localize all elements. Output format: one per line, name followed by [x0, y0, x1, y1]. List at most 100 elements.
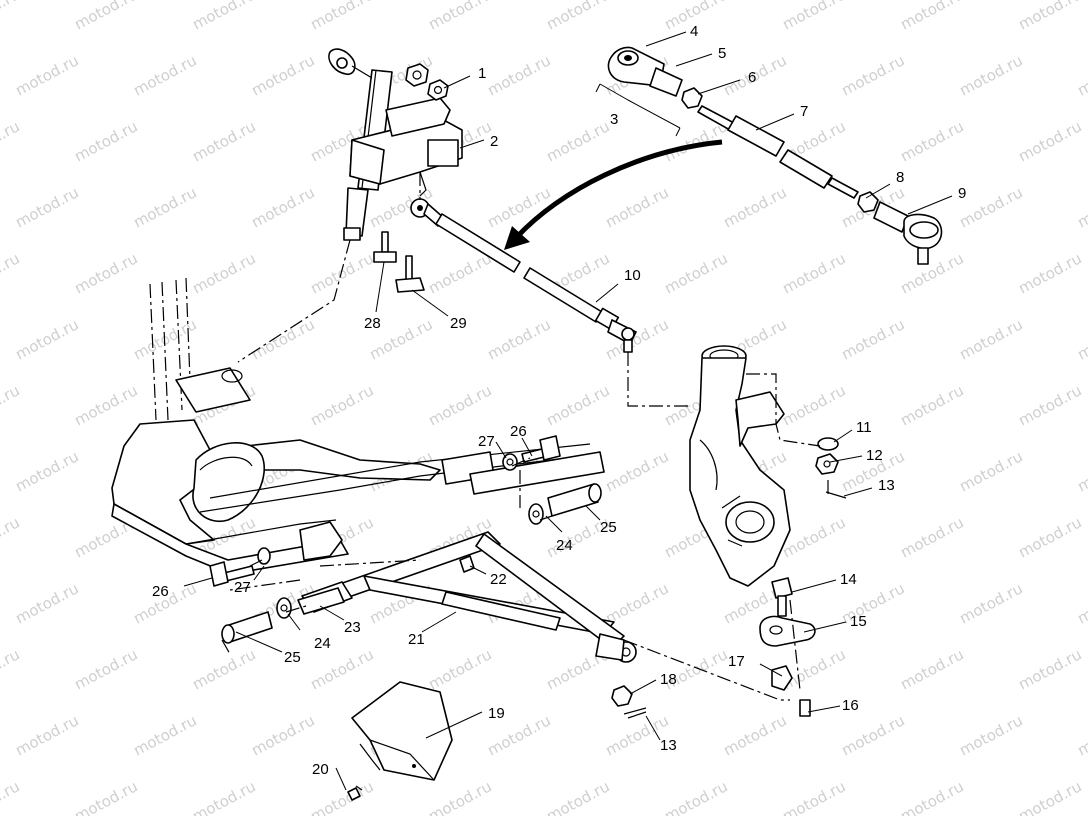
watermark-text: motod.ru	[720, 183, 789, 231]
watermark-text: motod.ru	[956, 183, 1025, 231]
watermark-text: motod.ru	[307, 249, 376, 297]
watermark-text: motod.ru	[307, 0, 376, 34]
part-label-15: 15	[850, 613, 867, 630]
part-label-4: 4	[690, 23, 698, 40]
watermark-text: motod.ru	[661, 249, 730, 297]
a-arm	[301, 531, 637, 663]
watermark-text: motod.ru	[779, 777, 848, 816]
watermark-text: motod.ru	[0, 249, 23, 297]
watermark-text: motod.ru	[1074, 51, 1088, 99]
part-label-16: 16	[842, 697, 859, 714]
watermark-text: motod.ru	[543, 381, 612, 429]
watermark-text: motod.ru	[543, 0, 612, 34]
part-label-28: 28	[364, 315, 381, 332]
part-label-13a: 13	[878, 477, 895, 494]
part-label-8: 8	[896, 169, 904, 186]
watermark-text: motod.ru	[189, 777, 258, 816]
watermark-text: motod.ru	[71, 645, 140, 693]
watermark-text: motod.ru	[956, 315, 1025, 363]
watermark-text: motod.ru	[130, 183, 199, 231]
watermark-text: motod.ru	[0, 381, 23, 429]
part-label-6: 6	[748, 69, 756, 86]
part-labels: 1 2 3 4 5 6 7 8 9 10 11 12 13 14 15 16 1…	[152, 23, 966, 778]
tie-rod-exploded	[595, 46, 943, 265]
part-label-29: 29	[450, 315, 467, 332]
watermark-text: motod.ru	[71, 0, 140, 34]
watermark-text: motod.ru	[956, 711, 1025, 759]
part-label-18: 18	[660, 671, 677, 688]
watermark-text: motod.ru	[425, 0, 494, 34]
part-label-1: 1	[478, 65, 486, 82]
watermark-text: motod.ru	[1015, 777, 1084, 816]
watermark-text: motod.ru	[838, 51, 907, 99]
watermark-text: motod.ru	[248, 51, 317, 99]
watermark-text: motod.ru	[661, 777, 730, 816]
watermark-text: motod.ru	[1074, 579, 1088, 627]
watermark-text: motod.ru	[543, 117, 612, 165]
watermark-text: motod.ru	[71, 777, 140, 816]
watermark-text: motod.ru	[307, 381, 376, 429]
part-label-26a: 26	[510, 423, 527, 440]
watermark-text: motod.ru	[425, 645, 494, 693]
part-label-19: 19	[488, 705, 505, 722]
watermark-text: motod.ru	[543, 777, 612, 816]
watermark-text: motod.ru	[0, 0, 23, 34]
watermark-text: motod.ru	[0, 117, 23, 165]
watermark-text: motod.ru	[1015, 249, 1084, 297]
watermark-text: motod.ru	[189, 249, 258, 297]
part-label-3: 3	[610, 111, 618, 128]
part-label-21: 21	[408, 631, 425, 648]
watermark-text: motod.ru	[1015, 0, 1084, 34]
part-label-25b: 25	[284, 649, 301, 666]
watermark-text: motod.ru	[897, 249, 966, 297]
part-label-23: 23	[344, 619, 361, 636]
part-label-24b: 24	[314, 635, 331, 652]
watermark-text: motod.ru	[897, 513, 966, 561]
part-label-27a: 27	[478, 433, 495, 450]
part-label-10: 10	[624, 267, 641, 284]
watermark-text: motod.ru	[12, 711, 81, 759]
watermark-text: motod.ru	[425, 249, 494, 297]
part-label-13b: 13	[660, 737, 677, 754]
watermark-text: motod.ru	[12, 447, 81, 495]
watermark-text: motod.ru	[779, 513, 848, 561]
watermark-text: motod.ru	[779, 249, 848, 297]
watermark-text: motod.ru	[189, 117, 258, 165]
watermark-text: motod.ru	[779, 381, 848, 429]
watermark-text: motod.ru	[189, 0, 258, 34]
watermark-text: motod.ru	[897, 0, 966, 34]
part-label-24a: 24	[556, 537, 573, 554]
skid-plate	[347, 681, 453, 801]
spindle-knuckle	[611, 345, 847, 719]
watermark-text: motod.ru	[838, 711, 907, 759]
watermark-text: motod.ru	[130, 51, 199, 99]
watermark-text: motod.ru	[1015, 117, 1084, 165]
part-label-17: 17	[728, 653, 745, 670]
watermark-text: motod.ru	[12, 579, 81, 627]
assembly-arrow	[504, 139, 723, 250]
watermark-text: motod.ru	[248, 183, 317, 231]
watermark-text: motod.ru	[956, 579, 1025, 627]
bushings-and-bolts	[209, 435, 602, 644]
watermark-text: motod.ru	[602, 183, 671, 231]
part-label-9: 9	[958, 185, 966, 202]
watermark-text: motod.ru	[838, 315, 907, 363]
watermark-text: motod.ru	[12, 183, 81, 231]
watermark-text: motod.ru	[897, 117, 966, 165]
watermark-text: motod.ru	[307, 645, 376, 693]
watermark-text: motod.ru	[897, 645, 966, 693]
leader-lines	[183, 31, 953, 791]
watermark-text: motod.ru	[71, 249, 140, 297]
part-label-26b: 26	[152, 583, 169, 600]
watermark-text: motod.ru	[12, 51, 81, 99]
watermark-text: motod.ru	[602, 579, 671, 627]
part-label-11: 11	[856, 419, 872, 436]
watermark-text: motod.ru	[0, 777, 23, 816]
watermark-text: motod.ru	[1015, 513, 1084, 561]
watermark-text: motod.ru	[897, 777, 966, 816]
watermark-text: motod.ru	[0, 645, 23, 693]
frame	[111, 277, 605, 575]
